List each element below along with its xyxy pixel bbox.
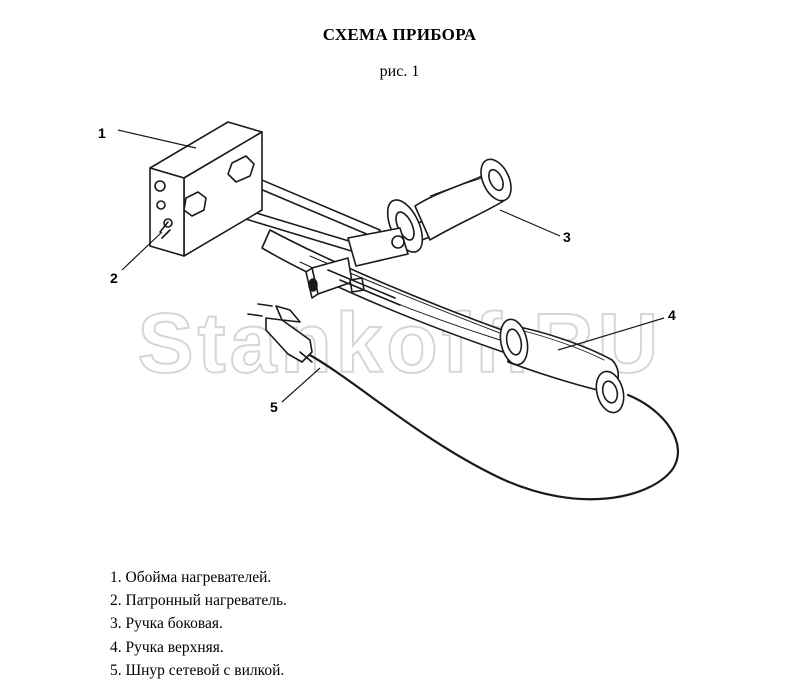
- callout-1: 1: [98, 125, 106, 141]
- parts-legend: 1. Обойма нагревателей. 2. Патронный наг…: [110, 566, 287, 682]
- plug-icon: [247, 303, 313, 363]
- clamp-bracket: [305, 227, 409, 306]
- legend-item: 5. Шнур сетевой с вилкой.: [110, 661, 285, 679]
- upper-handle: [261, 229, 625, 414]
- legend-item: 2. Патронный нагреватель.: [110, 592, 287, 610]
- legend-item: 4. Ручка верхняя.: [110, 638, 224, 656]
- heater-cartridge: [159, 221, 171, 239]
- figure-caption: рис. 1: [379, 63, 420, 80]
- power-cord: [306, 352, 679, 501]
- callout-2: 2: [110, 270, 118, 286]
- callout-5: 5: [270, 399, 278, 415]
- callout-3: 3: [563, 229, 571, 245]
- heater-holder-block: [149, 121, 263, 257]
- callout-4: 4: [668, 307, 676, 323]
- legend-item: 3. Ручка боковая.: [110, 615, 223, 633]
- diagram-title: СХЕМА ПРИБОРА: [322, 25, 477, 44]
- legend-item: 1. Обойма нагревателей.: [110, 569, 272, 586]
